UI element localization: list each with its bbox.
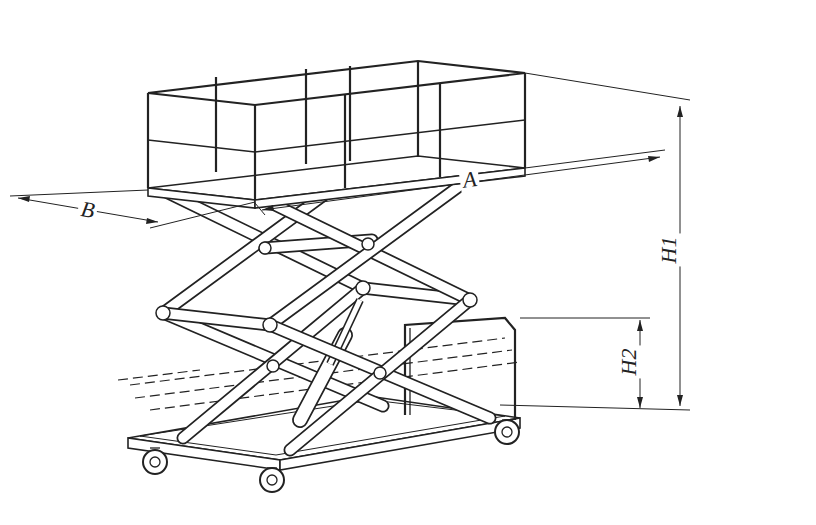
dimension-lines bbox=[10, 73, 690, 410]
guard-rail bbox=[148, 61, 525, 200]
front-scissor bbox=[270, 182, 490, 450]
pivots bbox=[156, 238, 477, 379]
dimension-label: H1 bbox=[657, 234, 681, 267]
dimension-label: H2 bbox=[617, 346, 641, 379]
dimension-label: B bbox=[76, 196, 99, 223]
dimension-label: A bbox=[458, 167, 481, 193]
dimension-arrows bbox=[18, 106, 683, 408]
